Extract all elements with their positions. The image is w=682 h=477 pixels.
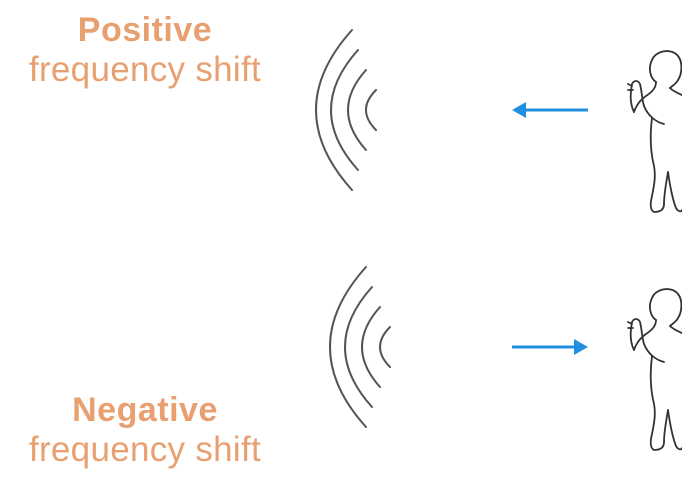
arrow-icon (512, 102, 588, 118)
person-icon (627, 288, 682, 451)
sound-wave-icon (315, 29, 377, 191)
person-icon (627, 50, 682, 213)
negative-title: Negative (72, 391, 218, 429)
positive-title: Positive (77, 11, 213, 49)
negative-subtitle: frequency shift (28, 430, 262, 469)
arrow-icon (512, 339, 588, 355)
positive-shift-label: Positive frequency shift (0, 10, 290, 90)
negative-shift-label: Negative frequency shift (0, 390, 290, 470)
positive-subtitle: frequency shift (28, 50, 262, 89)
sound-wave-icon (329, 266, 391, 428)
